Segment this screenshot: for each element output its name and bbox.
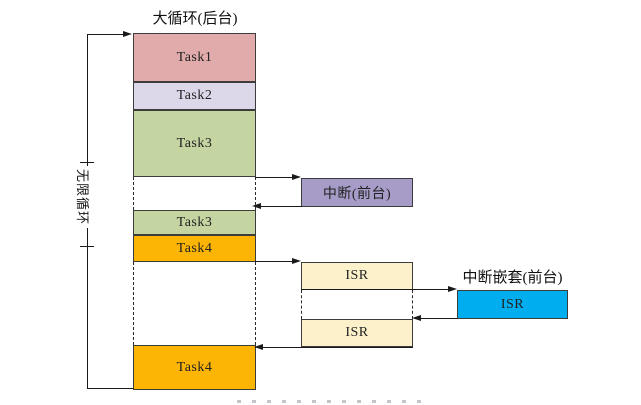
arrow-to-interrupt-head-icon: [292, 174, 301, 180]
task-box-task1: Task1: [133, 33, 256, 82]
arrow-return-nested-head-icon: [412, 315, 421, 321]
arrow-to-isr1-head-icon: [292, 258, 301, 264]
task-box-task3-resume: Task3: [133, 210, 256, 235]
task-box-task4-resume: Task4: [133, 345, 256, 390]
isr-preempted-gap: [301, 290, 413, 319]
task-box-task3: Task3: [133, 110, 256, 177]
arrow-return-interrupt-head-icon: [252, 203, 261, 209]
nested-isr-box: ISR: [457, 290, 568, 319]
arrow-return-isr2-head-icon: [254, 344, 263, 350]
loop-bracket-top-line: [87, 34, 123, 35]
isr-box-1: ISR: [301, 262, 413, 290]
preempted-gap-interrupt: [133, 177, 256, 210]
arrow-isr1-to-nested-line: [301, 289, 448, 290]
arrow-return-interrupt-line: [261, 206, 302, 207]
caption-cutoff: [237, 400, 423, 403]
interrupt-box: 中断(前台): [301, 178, 413, 207]
loop-label-bottom-tick: [80, 246, 94, 247]
isr-box-2: ISR: [301, 319, 413, 347]
loop-bracket-bottom-line: [87, 388, 133, 389]
loop-top-arrowhead-icon: [123, 31, 132, 37]
preempted-gap-isr: [133, 262, 256, 345]
arrow-return-isr2-line: [263, 347, 413, 348]
arrow-return-nested-line: [421, 318, 457, 319]
arrow-to-isr1-line: [255, 261, 292, 262]
loop-label-top-tick: [80, 162, 94, 163]
nested-interrupt-title: 中断嵌套(前台): [462, 270, 563, 286]
main-loop-title: 大循环(后台): [152, 11, 238, 27]
arrow-to-interrupt-line: [255, 177, 292, 178]
task-box-task2: Task2: [133, 82, 256, 110]
arrow-isr1-to-nested-head-icon: [448, 286, 457, 292]
task-box-task4: Task4: [133, 235, 256, 262]
infinite-loop-label: 无限循环: [75, 166, 90, 229]
